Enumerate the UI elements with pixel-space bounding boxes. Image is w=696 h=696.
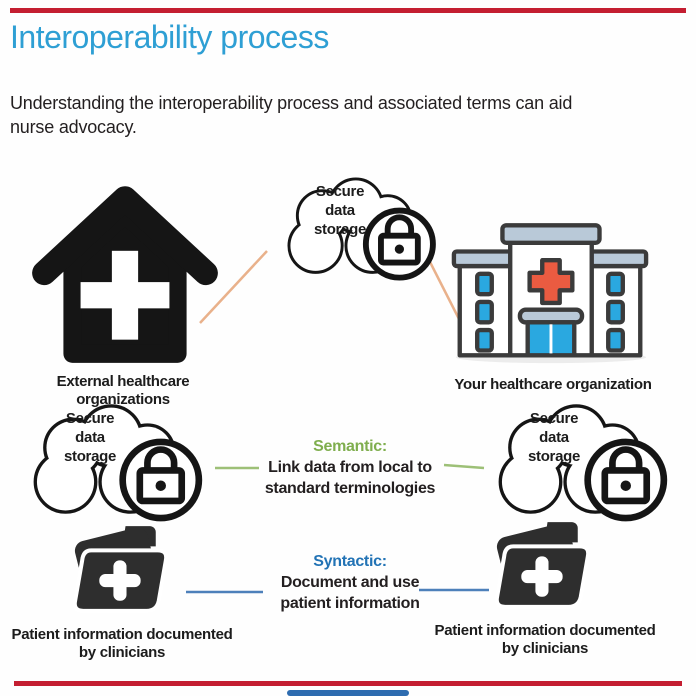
top-cloud-label: Secure data storage: [313, 183, 367, 238]
cloud-lock-icon-left: [33, 404, 203, 522]
lock-icon: [362, 207, 436, 281]
page-title: Interoperability process: [10, 19, 329, 55]
page-subtitle: Understanding the interoperability proce…: [10, 93, 573, 138]
green-connector-right: [443, 463, 485, 470]
right-folder-label: Patient information documented by clinic…: [434, 622, 656, 657]
external-org-label: External healthcare organizations: [56, 373, 190, 408]
house-roof: [32, 186, 218, 286]
your-org-label: Your healthcare organization: [454, 376, 652, 393]
lock-icon: [584, 438, 668, 522]
patient-folder-icon-right: [494, 522, 591, 609]
medical-house-icon: [32, 186, 218, 363]
syntactic-body: Document and use patient information: [280, 573, 420, 612]
patient-folder-icon-left: [72, 526, 169, 613]
top-divider: [10, 8, 686, 13]
folder-plus: [99, 560, 141, 601]
syntactic-block: Syntactic: Document and use patient info…: [258, 552, 442, 614]
left-cloud-label: Secure data storage: [63, 410, 117, 465]
folder-plus: [521, 556, 563, 597]
orange-connector-right: [428, 261, 461, 320]
lock-icon: [119, 438, 203, 522]
house-cross: [80, 250, 170, 340]
bottom-divider: [14, 681, 682, 686]
hospital-structure: [451, 223, 649, 358]
hospital-building-icon: [451, 223, 649, 364]
semantic-block: Semantic: Link data from local to standa…: [248, 437, 452, 499]
cloud-lock-icon-right: [498, 404, 668, 522]
left-folder-label: Patient information documented by clinic…: [11, 626, 233, 661]
hospital-cross: [527, 258, 575, 306]
semantic-heading: Semantic:: [313, 438, 387, 455]
orange-connector-left: [199, 250, 268, 324]
cloud-lock-icon-top: [287, 177, 436, 281]
syntactic-heading: Syntactic:: [313, 553, 387, 570]
right-cloud-label: Secure data storage: [527, 410, 581, 465]
footer-accent-bar: [287, 690, 409, 696]
semantic-body: Link data from local to standard termino…: [264, 458, 436, 497]
